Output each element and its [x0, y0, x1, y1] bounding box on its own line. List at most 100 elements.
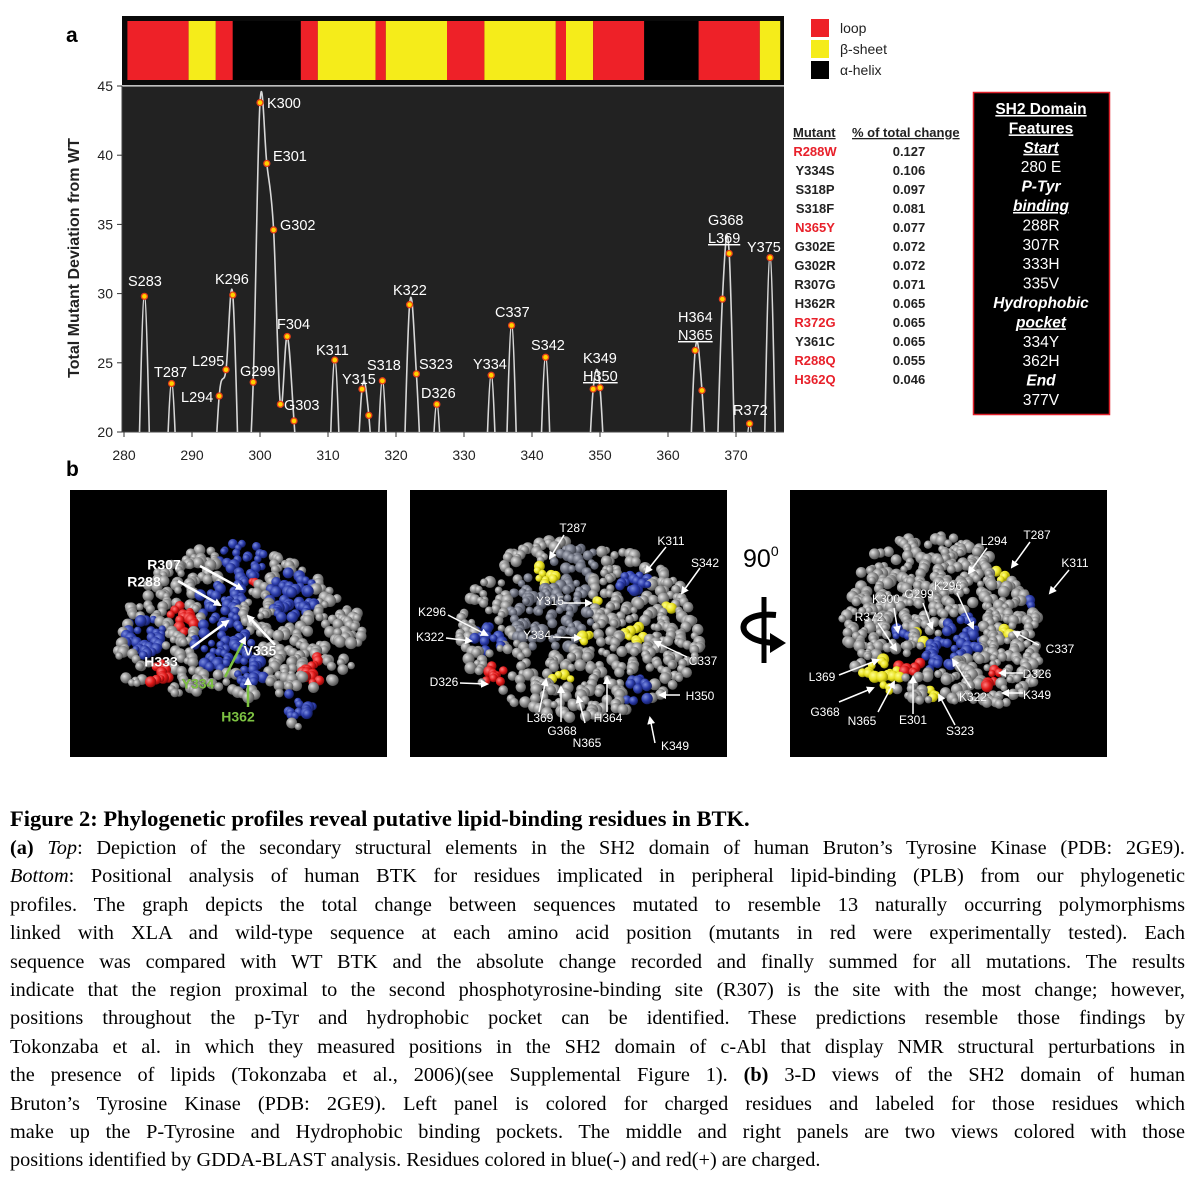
- atom-sphere: [665, 602, 677, 614]
- atom-sphere: [191, 686, 202, 697]
- atom-sphere: [319, 645, 329, 655]
- atom-sphere: [516, 661, 527, 672]
- atom-sphere: [864, 606, 873, 615]
- atom-sphere: [956, 549, 964, 557]
- panel-label-a: a: [66, 24, 78, 47]
- atom-sphere: [517, 631, 529, 643]
- atom-sphere: [962, 587, 970, 595]
- atom-sphere: [981, 697, 992, 708]
- atom-sphere: [273, 680, 285, 691]
- atom-sphere: [869, 548, 880, 560]
- data-label: S323: [419, 357, 453, 373]
- atom-sphere: [563, 594, 572, 602]
- atom-sphere: [509, 697, 519, 708]
- atom-sphere: [949, 608, 959, 618]
- caption-line: Bruton’s Tyrosine Kinase (PDB: 2GE9). Le…: [10, 1090, 1185, 1118]
- data-point: [433, 400, 441, 408]
- table-cell-mutant: N365Y: [795, 220, 835, 235]
- caption-line: profiles. The graph depicts the total ch…: [10, 891, 1185, 919]
- atom-sphere: [594, 711, 604, 721]
- atom-sphere: [302, 625, 314, 637]
- atom-sphere: [294, 723, 302, 731]
- data-point: [290, 417, 298, 425]
- data-label: H364: [678, 310, 713, 326]
- sh2-feature-line: 377V: [1023, 392, 1060, 409]
- sh2-feature-line: binding: [1013, 198, 1069, 215]
- atom-sphere: [997, 585, 1010, 598]
- atom-sphere: [630, 606, 638, 614]
- atom-sphere: [625, 633, 633, 641]
- atom-sphere: [1007, 688, 1019, 700]
- residue-arrow: [538, 678, 549, 713]
- legend-label: β-sheet: [840, 41, 887, 57]
- atom-sphere: [528, 641, 537, 651]
- atom-sphere: [894, 600, 906, 612]
- atom-sphere: [972, 574, 981, 583]
- caption-text: the presence of lipids (Tokonzaba et al.…: [10, 1064, 744, 1087]
- residue-label: K349: [661, 739, 689, 753]
- residue-arrow: [459, 679, 489, 688]
- atom-sphere: [851, 597, 861, 607]
- atom-sphere: [653, 623, 662, 632]
- data-point: [725, 249, 733, 258]
- data-label: G299: [240, 364, 275, 380]
- atom-sphere: [315, 613, 324, 622]
- caption-text: positions throughout the p-Tyr and hydro…: [10, 1007, 1185, 1030]
- atom-sphere: [176, 653, 186, 663]
- data-point: [718, 295, 727, 303]
- atom-sphere: [609, 643, 618, 652]
- atom-sphere: [549, 662, 559, 673]
- data-point: [358, 385, 366, 393]
- atom-sphere: [667, 660, 677, 670]
- data-point: [507, 321, 516, 330]
- atom-sphere: [549, 593, 558, 602]
- residue-label: K311: [1061, 556, 1088, 570]
- atom-sphere: [876, 671, 888, 683]
- data-point: [698, 386, 706, 395]
- residue-label: R307: [147, 557, 181, 573]
- atom-sphere: [548, 574, 558, 584]
- atom-sphere: [939, 609, 949, 619]
- atom-sphere: [133, 679, 141, 687]
- data-label: G303: [284, 398, 319, 414]
- atom-sphere: [942, 638, 952, 648]
- atom-sphere: [337, 664, 349, 675]
- atom-sphere: [935, 534, 947, 546]
- atom-sphere: [302, 585, 314, 597]
- atom-sphere: [921, 651, 931, 661]
- table-cell-value: 0.065: [893, 315, 926, 330]
- atom-sphere: [276, 611, 287, 623]
- atom-sphere: [242, 554, 251, 562]
- data-label: Y334: [473, 357, 507, 373]
- atom-sphere: [115, 652, 123, 660]
- atom-sphere: [469, 632, 481, 644]
- atom-sphere: [474, 666, 484, 676]
- residue-label: N365: [848, 714, 877, 728]
- residue-label: D326: [430, 675, 459, 689]
- atom-sphere: [240, 657, 249, 666]
- atom-sphere: [596, 545, 608, 558]
- atom-sphere: [222, 678, 231, 686]
- atom-sphere: [145, 604, 155, 614]
- atom-sphere: [290, 680, 303, 692]
- data-point: [140, 292, 149, 301]
- atom-sphere: [625, 615, 634, 624]
- caption-line: make up the P-Tyrosine and Hydrophobic b…: [10, 1118, 1185, 1146]
- panel-label-b: b: [66, 458, 79, 481]
- atom-sphere: [594, 596, 603, 606]
- atom-sphere: [934, 556, 944, 566]
- atom-sphere: [567, 663, 576, 672]
- atom-sphere: [566, 675, 575, 683]
- residue-arrow: [877, 680, 895, 713]
- atom-sphere: [282, 567, 294, 579]
- data-label: K349: [583, 351, 617, 367]
- residue-label: T287: [559, 521, 587, 535]
- atom-sphere: [944, 539, 953, 548]
- x-tick-label: 370: [724, 447, 748, 463]
- atom-sphere: [249, 677, 258, 686]
- atom-sphere: [545, 685, 556, 696]
- atom-sphere: [940, 673, 953, 686]
- atom-sphere: [1003, 637, 1012, 645]
- residue-arrow: [199, 564, 244, 591]
- data-label: Y375: [747, 240, 781, 256]
